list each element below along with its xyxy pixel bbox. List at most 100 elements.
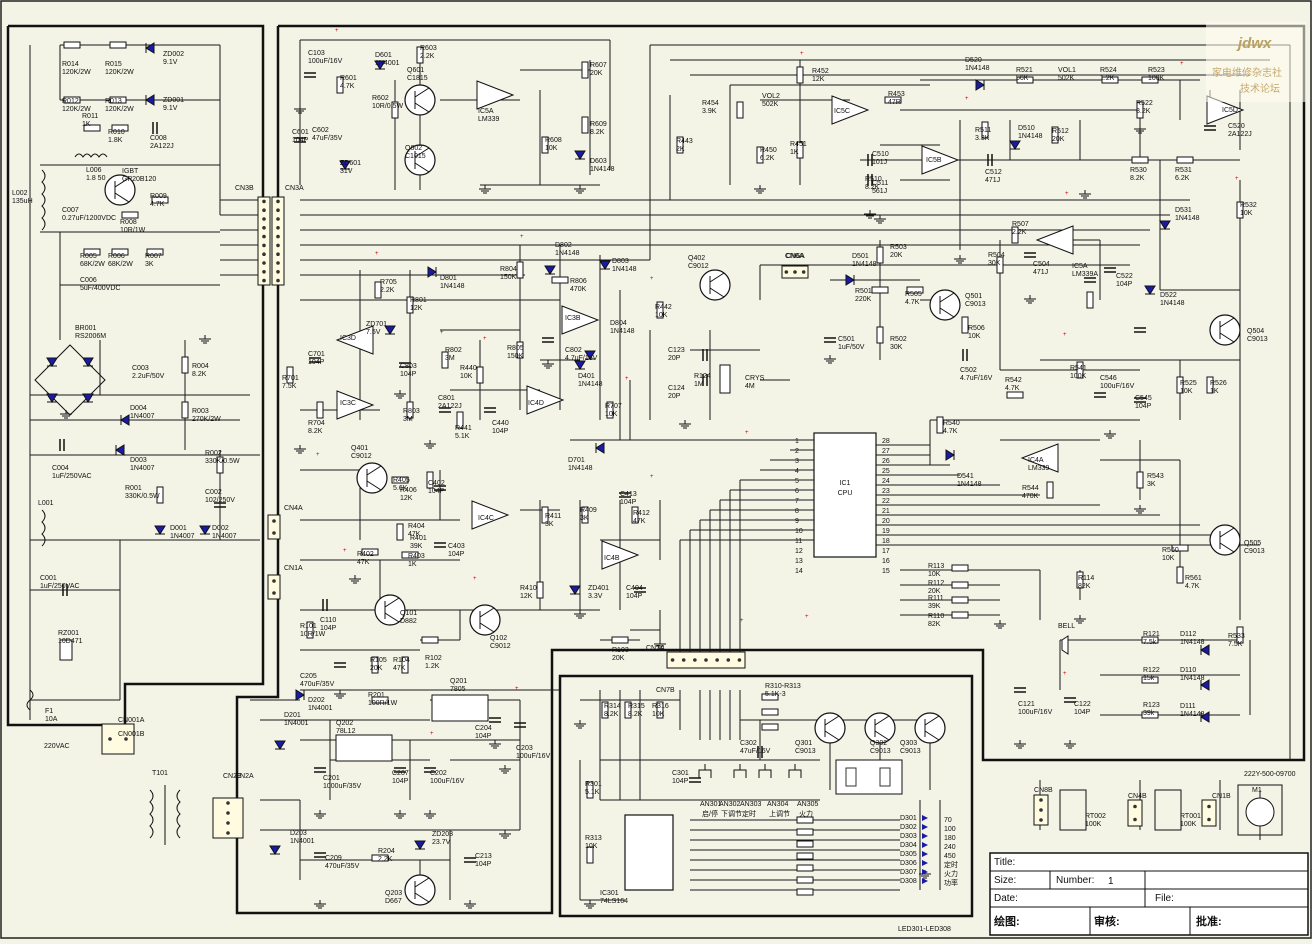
resistor-symbol	[631, 506, 639, 524]
connector-pin	[704, 658, 708, 662]
digit-1	[845, 767, 857, 787]
component-ref-c801: C801	[438, 395, 455, 402]
component-value-c512: 471J	[985, 177, 1000, 184]
component-ref-r104: R104	[393, 657, 410, 664]
component-ref-r522: R522	[1136, 100, 1153, 107]
resistor-symbol	[371, 656, 379, 674]
capacitor-symbol	[1064, 697, 1076, 703]
component-value-r601: 4.7K	[340, 83, 355, 90]
capacitor-symbol	[1024, 252, 1036, 258]
number-value: 1	[1108, 876, 1114, 887]
connector-pin	[801, 270, 806, 274]
cpu-pin-left: 13	[795, 558, 803, 565]
diode-symbol	[46, 357, 58, 367]
component-value-ic5a: LM339	[478, 116, 500, 123]
resistor-symbol	[476, 366, 484, 384]
file-label: File:	[1155, 893, 1174, 904]
resistor-symbol	[1176, 566, 1184, 584]
component-ref-d501: D501	[852, 253, 869, 260]
component-value-r441: 5.1K	[455, 433, 470, 440]
component-ref-q203: Q203	[385, 890, 402, 897]
component-ref-r011: R011	[82, 113, 98, 120]
title-block: Title: Size: Number: 1 Date: File: 绘图: 审…	[989, 852, 1309, 936]
connector-pin	[276, 234, 280, 239]
component-ref-d510: D510	[1018, 125, 1035, 132]
resistor-symbol	[1141, 636, 1159, 644]
component-ref-d201: D201	[284, 712, 301, 719]
component-ref-zd203: ZD203	[432, 831, 453, 838]
resistor-symbol	[1236, 201, 1244, 219]
component-value-r121: 7.5k	[1143, 639, 1157, 646]
component-ref-c110: C110	[320, 617, 336, 624]
power-level-2: 180	[944, 835, 956, 842]
diode-symbol	[595, 442, 605, 454]
connector-pin	[276, 217, 280, 221]
resistor-symbol	[586, 846, 594, 864]
supply-rail-8: +	[483, 336, 487, 342]
ground-symbol	[314, 900, 326, 909]
component-value-c511: 561J	[872, 188, 887, 195]
component-ref-r561: R561	[1185, 575, 1202, 582]
component-value-r301: 5.1K	[585, 789, 600, 796]
transistor-symbol	[104, 174, 136, 206]
ground-symbol	[499, 830, 511, 839]
resistor-symbol	[796, 876, 814, 884]
transistor-symbol	[864, 712, 896, 744]
component-value-c004: 1uF/250VAC	[52, 473, 92, 480]
component-value-r411: 3K	[545, 521, 554, 528]
component-value-r525: 10K	[1180, 388, 1193, 395]
component-value-d603: 1N4148	[590, 166, 615, 173]
capacitor-symbol	[1134, 327, 1146, 333]
cpu-pin-left: 10	[795, 528, 803, 535]
resistor-symbol	[551, 276, 569, 284]
resistor-symbol	[1076, 361, 1084, 379]
component-ref-c512: C512	[985, 169, 1002, 176]
component-ref-r451: R451	[790, 141, 807, 148]
component-ref-r705: R705	[380, 279, 397, 286]
component-ref-r505: R505	[905, 291, 922, 298]
component-ref-d110: D110	[1180, 667, 1196, 674]
diode-symbol	[46, 393, 58, 403]
component-value-r522: 8.2K	[1136, 108, 1151, 115]
resistor-symbol	[676, 136, 684, 154]
component-ref-c203: C203	[516, 745, 533, 752]
ground-symbol	[314, 810, 326, 819]
component-value-c545: 104P	[1135, 403, 1152, 410]
component-ref-c103: C103	[308, 50, 325, 57]
transistor-symbol	[914, 712, 946, 744]
component-ref-c201: C201	[323, 775, 340, 782]
capacitor-symbol	[1014, 687, 1026, 693]
led-ref-d301: D301	[900, 815, 917, 822]
led-symbol	[922, 878, 928, 884]
component-ref-r503: R503	[890, 244, 907, 251]
connector-label-cn2a: CN2A	[235, 773, 254, 780]
component-ref-r609: R609	[590, 121, 607, 128]
component-ref-d001: D001	[170, 525, 187, 532]
component-ref-r544: R544	[1022, 485, 1039, 492]
component-ref-c123: C123	[668, 347, 685, 354]
component-ref-ic301: IC301	[600, 890, 619, 897]
component-value-r013: 120K/2W	[105, 106, 134, 113]
component-value-rz001: 10D471	[58, 638, 83, 645]
component-ref-q504: Q504	[1247, 328, 1264, 335]
component-value-c520: 2A122J	[1228, 131, 1252, 138]
component-value-r111: 39K	[928, 603, 941, 610]
regulator-78l12	[335, 734, 393, 762]
component-ref-r452: R452	[812, 68, 829, 75]
component-value-r801: 12K	[410, 305, 423, 312]
component-ref-c007: C007	[62, 207, 79, 214]
component-ref-r441: R441	[455, 425, 472, 432]
component-value-c413: 104P	[620, 499, 637, 506]
ground-symbol	[584, 900, 596, 909]
component-ref-r523: R523	[1148, 67, 1165, 74]
component-ref-r008: R008	[120, 219, 137, 226]
led-ref-d306: D306	[900, 860, 917, 867]
component-ref-r010: R010	[108, 129, 125, 136]
resistor-symbol	[406, 401, 414, 419]
symbol-layer	[26, 41, 1283, 909]
shift-register-ic	[624, 814, 674, 891]
component-ref-r403: R403	[408, 553, 425, 560]
component-value-r008: 10R/1W	[120, 227, 146, 234]
resistor-symbol	[516, 261, 524, 279]
comparator-symbol	[831, 95, 870, 125]
